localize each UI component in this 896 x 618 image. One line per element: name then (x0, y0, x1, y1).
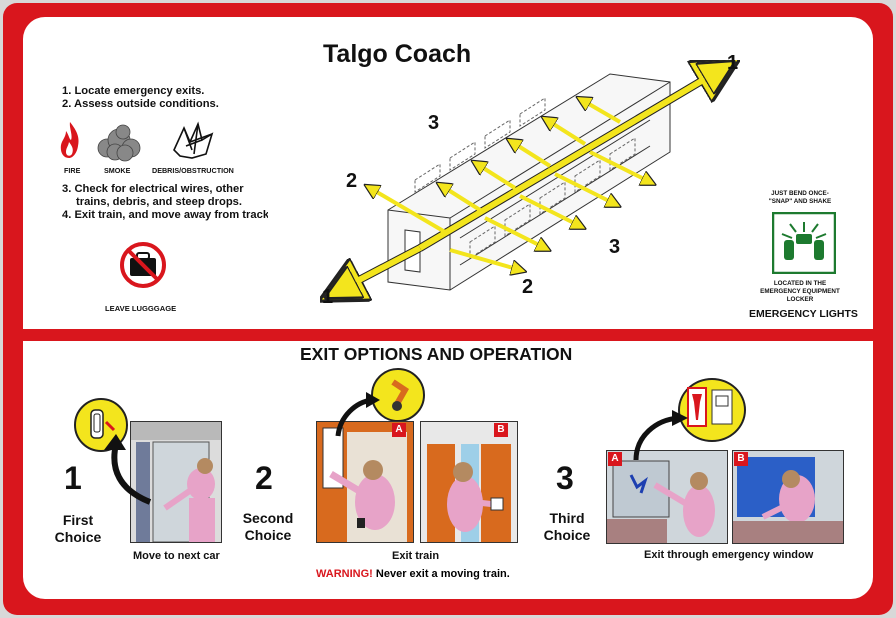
choice-3-number: 3 (556, 460, 574, 496)
choice-1-caption: Move to next car (133, 550, 220, 562)
fire-icon (60, 122, 79, 158)
lights-location-line1: LOCATED IN THE (773, 280, 827, 287)
window-exit-photo-a (606, 450, 728, 544)
choice-1-label-line1: First (62, 512, 94, 528)
diagram-label-1b: 1 (322, 286, 334, 308)
choice-1-number: 1 (64, 460, 82, 496)
lights-instruction-line1: JUST BEND ONCE- (771, 190, 829, 197)
fire-label: FIRE (64, 166, 81, 175)
emergency-hammer-icon (678, 378, 746, 442)
panel-label-2b: B (494, 423, 508, 437)
step-4: 4. Exit train, and move away from tracks (62, 209, 268, 221)
choice-3-label-line2: Choice (543, 527, 591, 543)
window-exit-photo-b (732, 450, 844, 544)
diagram-label-2a: 2 (346, 170, 358, 192)
choice-2-label-line2: Choice (244, 527, 292, 543)
choice-1-curved-arrow (104, 434, 152, 505)
page-title: Talgo Coach (323, 40, 472, 68)
choice-3-caption: Exit through emergency window (644, 549, 814, 561)
coach-exit-diagram (320, 60, 740, 310)
smoke-label: SMOKE (104, 166, 131, 175)
panel-label-2a: A (392, 423, 406, 437)
lights-location: LOCATED IN THE EMERGENCY EQUIPMENT LOCKE… (758, 280, 842, 304)
debris-label: DEBRIS/OBSTRUCTION (152, 166, 234, 175)
no-luggage-icon (120, 242, 166, 288)
step-2: 2. Assess outside conditions. (62, 98, 219, 110)
emergency-light-icon (772, 212, 836, 274)
panel-label-3b: B (734, 452, 748, 466)
exit-train-photo-b (420, 421, 518, 543)
choice-2-label-line1: Second (242, 510, 294, 526)
lights-location-line3: LOCKER (786, 296, 814, 303)
lights-location-line2: EMERGENCY EQUIPMENT (760, 288, 840, 295)
warning-label: WARNING! (316, 568, 373, 580)
panel-label-3a: A (608, 452, 622, 466)
choice-2-caption: Exit train (392, 550, 440, 562)
step-3: 3. Check for electrical wires, other (62, 183, 244, 195)
door-handle-icon (74, 398, 128, 452)
debris-icon (173, 121, 214, 159)
choice-3-label-line1: Third (549, 510, 585, 526)
lights-instruction: JUST BEND ONCE- "SNAP" AND SHAKE (760, 190, 840, 206)
diagram-label-2b: 2 (522, 276, 534, 298)
emergency-lights-title: EMERGENCY LIGHTS (749, 308, 858, 320)
exit-train-photo-a (316, 421, 414, 543)
choice-2-number: 2 (255, 460, 273, 496)
leave-luggage-label: LEAVE LUGGGAGE (105, 304, 177, 313)
lights-instruction-line2: "SNAP" AND SHAKE (768, 198, 832, 205)
choice-3-label: Third Choice (540, 510, 594, 544)
diagram-label-3a: 3 (428, 112, 440, 134)
diagram-label-3b: 3 (609, 236, 621, 258)
choice-3-curved-arrow (633, 410, 688, 461)
step-1: 1. Locate emergency exits. (62, 85, 205, 97)
warning-line: WARNING! Never exit a moving train. (316, 568, 510, 580)
section-title: EXIT OPTIONS AND OPERATION (300, 344, 573, 364)
step-3-cont: trains, debris, and steep drops. (76, 196, 242, 208)
warning-text: Never exit a moving train. (375, 568, 510, 580)
choice-1-label-line2: Choice (54, 529, 102, 545)
smoke-icon (97, 124, 141, 162)
choice-2-curved-arrow (335, 392, 380, 437)
diagram-label-1a: 1 (727, 52, 739, 74)
choice-1-label: First Choice (52, 512, 104, 546)
choice-2-label: Second Choice (238, 510, 298, 544)
move-to-next-car-photo (130, 421, 222, 543)
